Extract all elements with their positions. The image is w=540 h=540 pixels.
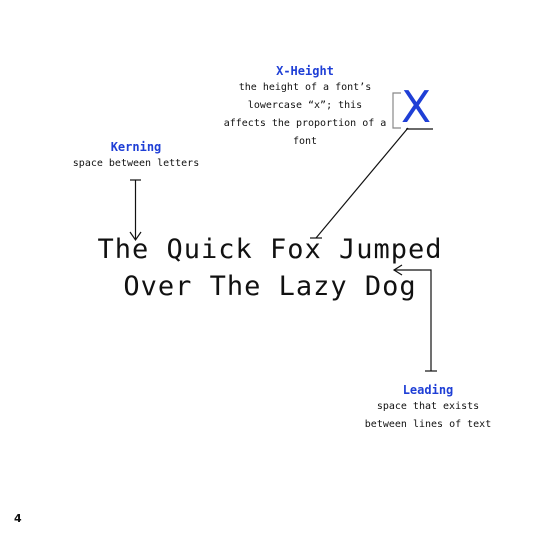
leading-desc-line: space that exists — [376, 401, 480, 412]
specimen-line: Over The Lazy Dog — [123, 271, 417, 302]
xheight-desc-line: affects the proportion of a — [223, 118, 387, 129]
xheight-bracket — [392, 92, 401, 129]
xheight-leader-line — [315, 127, 409, 239]
kerning-title: Kerning — [110, 140, 162, 154]
kerning-desc-line: space between letters — [72, 158, 200, 169]
xheight-desc-line: the height of a font’s — [238, 82, 372, 93]
xheight-title: X-Height — [276, 64, 334, 78]
page-number: 4 — [14, 512, 22, 525]
xheight-annotation: X-Height the height of a font’s lowercas… — [214, 63, 396, 151]
xheight-desc-line: font — [292, 136, 318, 147]
xheight-glyph: X — [401, 82, 432, 133]
leading-arrowhead — [392, 264, 403, 276]
leading-bracket — [394, 269, 432, 371]
xheight-desc-line: lowercase “x”; this — [247, 100, 363, 111]
specimen-line: The Quick Fox Jumped — [97, 234, 443, 265]
leading-annotation: Leading space that exists between lines … — [348, 382, 508, 434]
leading-desc-line: between lines of text — [364, 419, 492, 430]
kerning-arrowhead — [129, 231, 142, 242]
kerning-annotation: Kerning space between letters — [62, 139, 210, 173]
leading-title: Leading — [402, 383, 454, 397]
